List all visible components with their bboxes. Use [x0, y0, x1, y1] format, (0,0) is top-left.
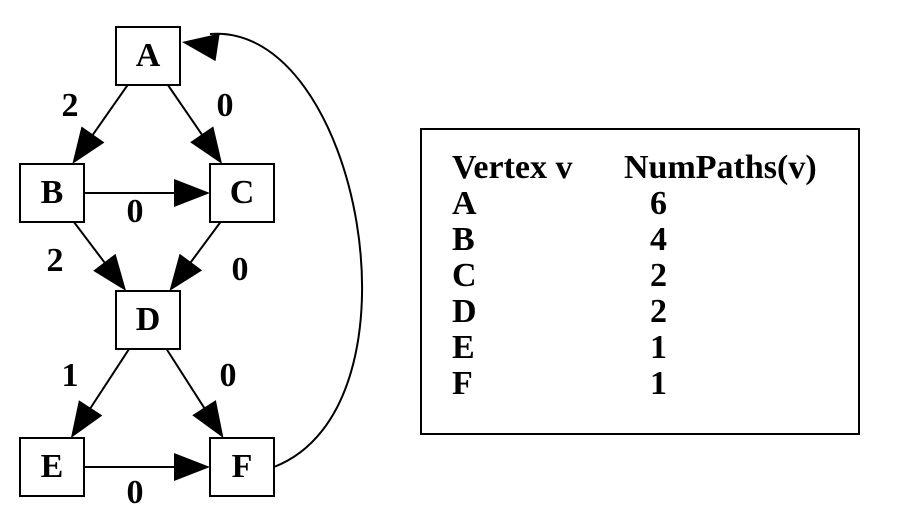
node-a: A	[115, 26, 181, 86]
table-row: C 2	[452, 258, 817, 294]
arrowhead-a-b	[72, 126, 105, 164]
edge-label-d-f: 0	[220, 357, 237, 394]
table-row: E 1	[452, 330, 817, 366]
edge-line-c-d	[186, 221, 222, 268]
node-b: B	[19, 163, 85, 223]
edge-labels-layer: 2 0 0 2 0 1 0 0	[47, 87, 249, 511]
arrowhead-f-a	[182, 33, 220, 62]
node-box-c	[209, 163, 275, 223]
edge-label-e-f: 0	[127, 474, 144, 511]
node-label-a: A	[136, 37, 161, 74]
edge-label-a-b: 2	[62, 87, 79, 124]
vertex-cell: A	[452, 185, 477, 222]
numpaths-cell: 1	[650, 365, 667, 402]
edge-label-a-c: 0	[217, 87, 234, 124]
edge-label-b-c: 0	[127, 193, 144, 230]
header-numpaths: NumPaths(v)	[624, 149, 817, 186]
nodes-layer: A B C D E F	[19, 26, 275, 497]
numpaths-cell: 1	[650, 329, 667, 366]
edge-line-f-a	[209, 32, 364, 468]
table-row: B 4	[452, 222, 817, 258]
node-box-d	[115, 290, 181, 350]
table-row: F 1	[452, 366, 817, 402]
numpaths-table-box: Vertex v NumPaths(v) A 6 B 4 C 2 D 2 E	[420, 128, 860, 435]
node-label-c: C	[230, 174, 255, 211]
vertex-cell: B	[452, 221, 475, 258]
edge-line-a-c	[167, 84, 206, 140]
edge-e-f	[84, 453, 210, 481]
edge-d-e	[70, 348, 130, 438]
table-row: A 6	[452, 186, 817, 222]
node-label-f: F	[232, 448, 253, 485]
node-box-b	[19, 163, 85, 223]
edge-label-c-d: 0	[232, 251, 249, 288]
node-c: C	[209, 163, 275, 223]
edge-c-d	[169, 221, 222, 291]
node-box-a	[115, 26, 181, 86]
node-label-e: E	[41, 448, 64, 485]
node-label-d: D	[136, 301, 161, 338]
node-box-e	[19, 437, 85, 497]
edge-b-c	[84, 179, 210, 207]
numpaths-cell: 4	[650, 221, 667, 258]
edge-line-a-b	[88, 84, 129, 141]
edge-a-b	[72, 84, 129, 164]
numpaths-table: Vertex v NumPaths(v) A 6 B 4 C 2 D 2 E	[452, 150, 817, 402]
edge-b-d	[73, 221, 127, 291]
arrowhead-d-f	[192, 400, 224, 438]
vertex-cell: F	[452, 365, 473, 402]
node-d: D	[115, 290, 181, 350]
vertex-cell: D	[452, 293, 477, 330]
edge-f-a	[182, 32, 364, 468]
header-vertex: Vertex v	[452, 149, 573, 186]
edge-line-b-d	[73, 221, 109, 268]
arrowhead-e-f	[174, 453, 210, 481]
node-box-f	[209, 437, 275, 497]
arrowhead-d-e	[70, 400, 103, 438]
table-row: D 2	[452, 294, 817, 330]
vertex-cell: E	[452, 329, 475, 366]
edge-line-d-e	[86, 348, 130, 414]
edge-label-b-d: 2	[47, 242, 64, 279]
table-header-row: Vertex v NumPaths(v)	[452, 150, 817, 186]
edge-line-d-f	[165, 348, 209, 414]
node-f: F	[209, 437, 275, 497]
numpaths-cell: 2	[650, 257, 667, 294]
arrowhead-b-c	[174, 179, 210, 207]
edge-label-d-e: 1	[62, 357, 79, 394]
edge-a-c	[167, 84, 223, 164]
node-e: E	[19, 437, 85, 497]
numpaths-cell: 2	[650, 293, 667, 330]
arrowhead-a-c	[190, 126, 223, 164]
numpaths-cell: 6	[650, 185, 667, 222]
edge-d-f	[165, 348, 224, 438]
edges-layer	[70, 32, 364, 481]
arrowhead-b-d	[93, 253, 127, 291]
arrowhead-c-d	[169, 253, 203, 291]
node-label-b: B	[41, 174, 64, 211]
vertex-cell: C	[452, 257, 477, 294]
